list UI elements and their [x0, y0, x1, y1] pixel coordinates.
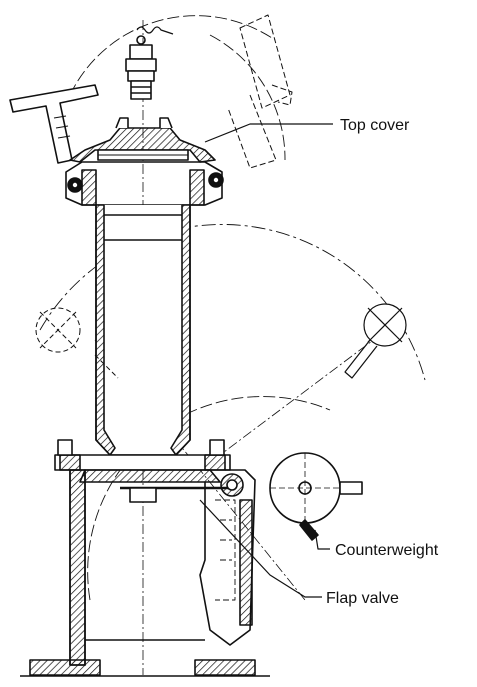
- top-cover-leader: [204, 123, 333, 143]
- flap-valve-label: Flap valve: [326, 590, 399, 607]
- top-cover-label: Top cover: [340, 117, 410, 134]
- upper-flange-hatch-right: [189, 169, 205, 206]
- counterweight-alt-left: [35, 307, 119, 379]
- counterweight-alt-right: [344, 303, 407, 379]
- counterweight: [269, 452, 363, 541]
- flap-hinge-pivot-inner: [226, 479, 238, 491]
- flap-valve-boss: [129, 487, 157, 503]
- right-hinge-pin-inner: [212, 176, 220, 184]
- open-cover-position: [227, 14, 293, 169]
- flap-valve-seat: [79, 469, 221, 483]
- flap-valve-leader: [199, 499, 322, 598]
- flap-travel-dashed: [215, 499, 236, 601]
- top-cover-swing-arc-right: [209, 34, 286, 161]
- top-cover-swing-arc: [69, 15, 276, 96]
- base-body: [20, 469, 270, 677]
- left-hinge-pin-inner: [71, 181, 79, 189]
- upper-flange: [65, 161, 223, 206]
- counterweight-diagonal-line: [199, 319, 401, 471]
- counterweight-label: Counterweight: [335, 542, 439, 559]
- upper-flange-hatch-left: [81, 169, 97, 206]
- counterweight-leader: [314, 529, 330, 550]
- spindle-cap-assembly: [125, 26, 174, 100]
- riser-barrel: [95, 204, 191, 456]
- top-cover: [69, 117, 216, 163]
